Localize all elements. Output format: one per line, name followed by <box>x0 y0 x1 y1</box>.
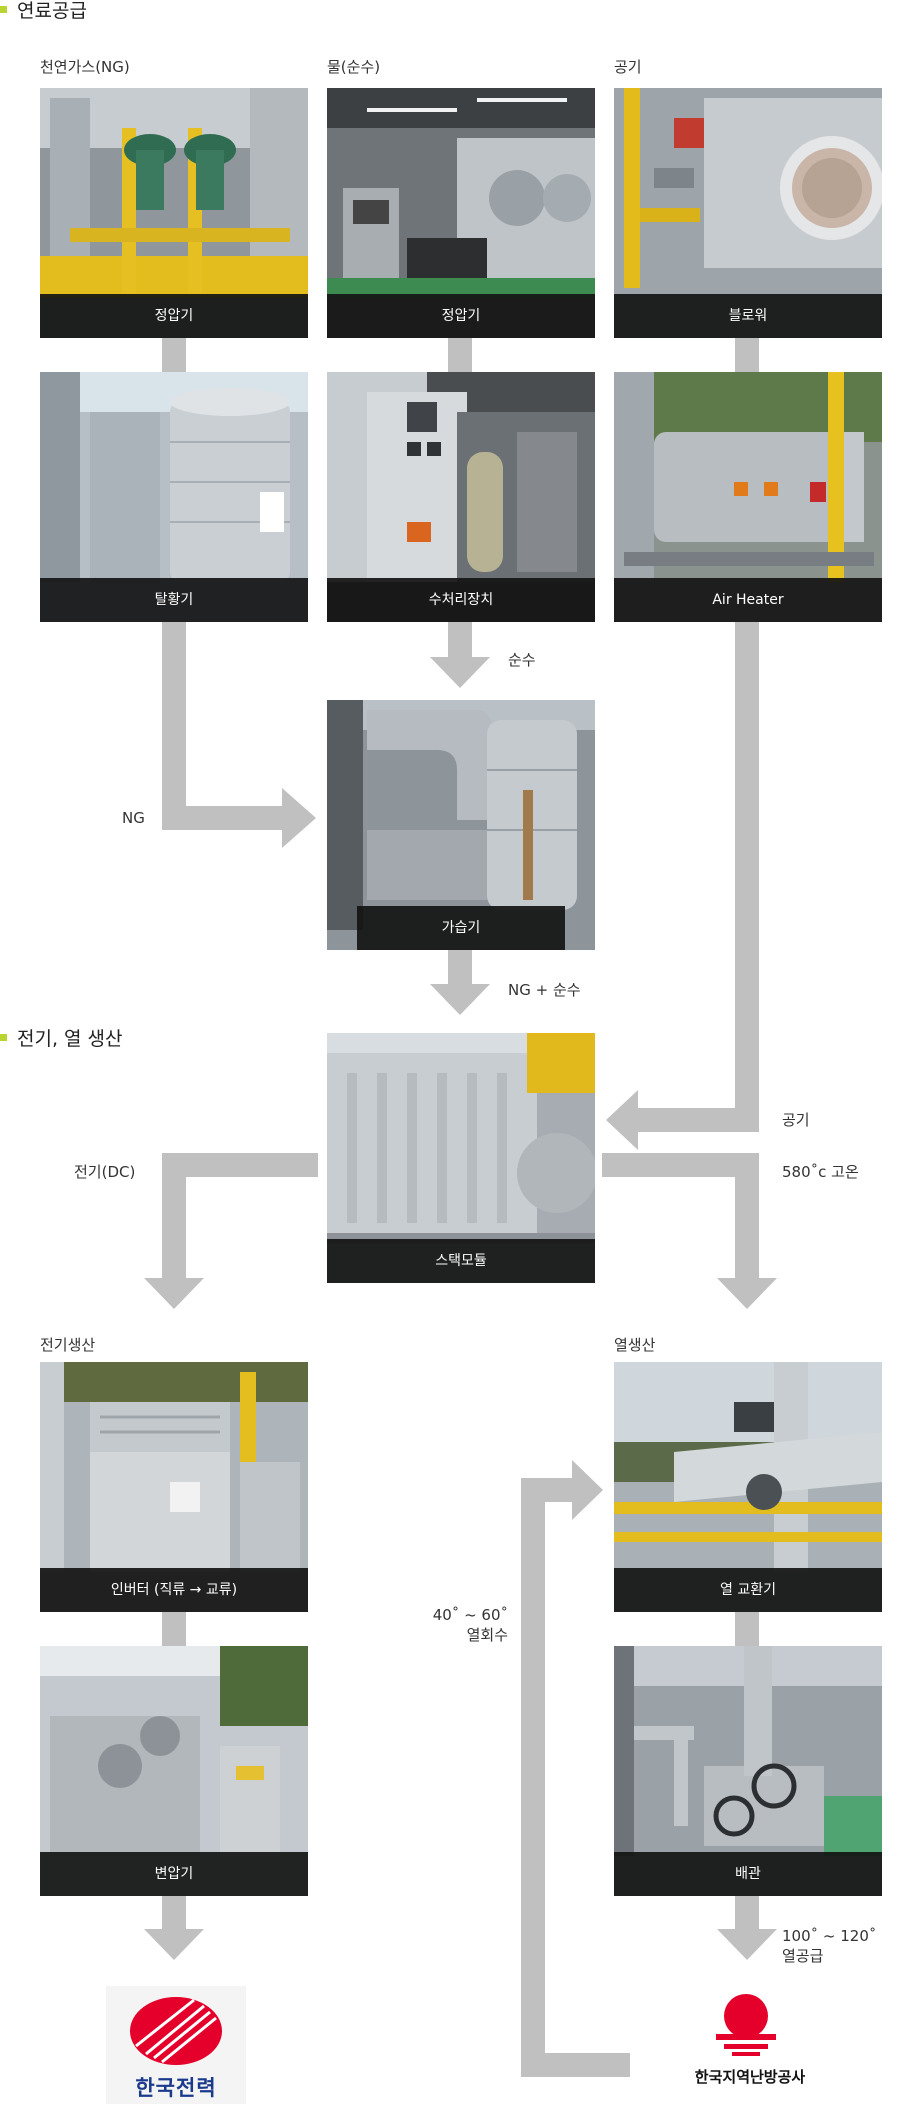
box-caption: 수처리장치 <box>327 578 595 622</box>
box-caption: 인버터 (직류 → 교류) <box>40 1568 308 1612</box>
box-piping: 배관 <box>614 1646 882 1896</box>
box-caption: 배관 <box>614 1852 882 1896</box>
bullet-icon <box>0 1034 7 1041</box>
box-inverter: 인버터 (직류 → 교류) <box>40 1362 308 1612</box>
box-transformer: 변압기 <box>40 1646 308 1896</box>
column-label-air: 공기 <box>614 58 642 76</box>
box-caption: 정압기 <box>40 294 308 338</box>
flow-label-pure-water: 순수 <box>508 651 536 669</box>
column-label-heat: 열생산 <box>614 1336 656 1354</box>
kepco-mark-icon <box>130 1997 222 2065</box>
flow-label-air: 공기 <box>782 1111 810 1129</box>
column-label-elec: 전기생산 <box>40 1336 96 1354</box>
section-title-power: 전기, 열 생산 <box>0 1024 123 1051</box>
box-caption: 정압기 <box>327 294 595 338</box>
flow-label-high-temp: 580˚c 고온 <box>782 1163 859 1181</box>
flow-label-supply: 100˚ ~ 120˚ 열공급 <box>782 1926 876 1967</box>
box-ng-regulator: 정압기 <box>40 88 308 338</box>
box-blower: 블로워 <box>614 88 882 338</box>
flow-label-ng-water: NG + 순수 <box>508 981 581 999</box>
box-air-heater: Air Heater <box>614 372 882 622</box>
box-caption: 열 교환기 <box>614 1568 882 1612</box>
box-stack-module: 스택모듈 <box>327 1033 595 1283</box>
box-caption: 변압기 <box>40 1852 308 1896</box>
kdhc-mark-icon <box>716 1994 776 2056</box>
kdhc-logo-text: 한국지역난방공사 <box>694 2068 806 2086</box>
flow-label-return-water: 열회수 <box>466 1626 508 1645</box>
flow-label-return-temp: 40˚ ~ 60˚ <box>432 1606 508 1624</box>
bullet-icon <box>0 6 7 13</box>
box-caption: 블로워 <box>614 294 882 338</box>
box-water-treatment: 수처리장치 <box>327 372 595 622</box>
box-heat-exchanger: 열 교환기 <box>614 1362 882 1612</box>
box-caption: 가습기 <box>357 906 565 950</box>
box-water-regulator: 정압기 <box>327 88 595 338</box>
section-title-fuel: 연료공급 <box>0 0 87 23</box>
column-label-water: 물(순수) <box>327 58 381 76</box>
box-caption: 탈황기 <box>40 578 308 622</box>
water-treatment-illustration <box>327 372 595 622</box>
box-caption: 스택모듈 <box>327 1239 595 1283</box>
flow-label-dc: 전기(DC) <box>74 1163 136 1181</box>
kdhc-logo: 한국지역난방공사 <box>660 1990 840 2100</box>
flow-label-supply-temp: 100˚ ~ 120˚ <box>782 1927 877 1945</box>
kepco-logo-text: 한국전력 <box>135 2076 217 2100</box>
flow-label-return: 40˚ ~ 60˚ 열회수 <box>420 1605 508 1646</box>
flow-label-ng: NG <box>122 809 145 827</box>
column-label-ng: 천연가스(NG) <box>40 58 130 76</box>
box-humidifier: 가습기 <box>327 700 595 950</box>
box-caption: Air Heater <box>614 578 882 622</box>
box-desulfurizer: 탈황기 <box>40 372 308 622</box>
kepco-logo: 한국전력 <box>106 1986 246 2104</box>
flow-label-supply-heat: 열공급 <box>782 1947 824 1966</box>
